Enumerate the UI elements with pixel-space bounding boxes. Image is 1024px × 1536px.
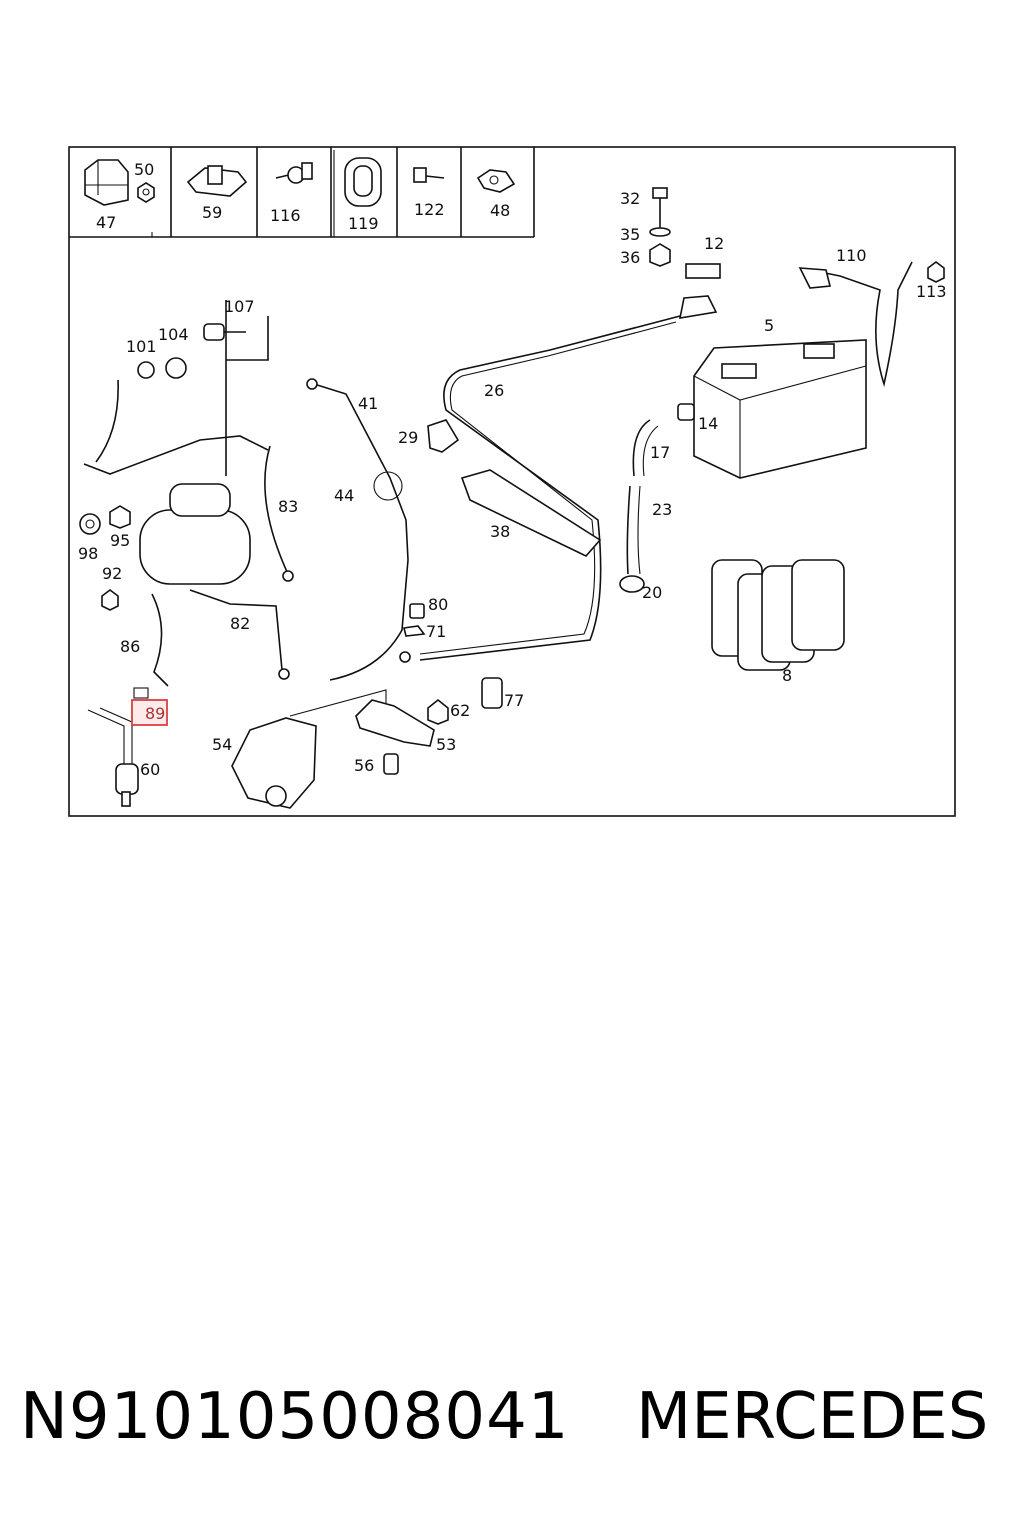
label-77: 77 [504,691,524,710]
part-119-grommet [344,157,382,207]
label-8: 8 [782,666,792,685]
label-59: 59 [202,203,222,222]
part-48-clamp [476,169,516,193]
label-104: 104 [158,325,189,344]
label-50: 50 [134,160,154,179]
starter-motor [139,483,251,585]
part-53-holder [355,699,435,747]
label-110: 110 [836,246,867,265]
label-17: 17 [650,443,670,462]
footer-caption: N910105008041 MERCEDES [0,1380,1024,1470]
diagram-frame [68,146,956,817]
label-119: 119 [348,214,379,233]
label-95: 95 [110,531,130,550]
part-47-bracket [84,159,129,206]
inset-row [69,147,535,238]
label-122: 122 [414,200,445,219]
label-41: 41 [358,394,378,413]
label-83: 83 [278,497,298,516]
label-80: 80 [428,595,448,614]
label-82: 82 [230,614,250,633]
part-number: N910105008041 [20,1380,570,1454]
label-62: 62 [450,701,470,720]
label-53: 53 [436,735,456,754]
label-54: 54 [212,735,232,754]
label-92: 92 [102,564,122,583]
label-20: 20 [642,583,662,602]
brand-name: MERCEDES [636,1380,989,1454]
label-113: 113 [916,282,947,301]
label-60: 60 [140,760,160,779]
label-86: 86 [120,637,140,656]
label-32: 32 [620,189,640,208]
label-38: 38 [490,522,510,541]
label-44: 44 [334,486,354,505]
label-89-highlighted[interactable]: 89 [145,704,165,723]
highlight-box-89[interactable] [131,699,168,726]
part-5-battery [693,339,867,479]
label-47: 47 [96,213,116,232]
label-36: 36 [620,248,640,267]
label-98: 98 [78,544,98,563]
label-35: 35 [620,225,640,244]
part-116-bolt [275,162,313,184]
parts-diagram: 50 47 59 116 119 122 48 32 35 36 12 110 … [68,146,956,817]
label-26: 26 [484,381,504,400]
label-107: 107 [224,297,255,316]
cable-26 [419,315,681,661]
label-116: 116 [270,206,301,225]
part-8-cells [711,559,845,671]
part-50-nut [137,182,155,203]
label-23: 23 [652,500,672,519]
part-54-housing [231,717,317,809]
label-5: 5 [764,316,774,335]
label-101: 101 [126,337,157,356]
label-14: 14 [698,414,718,433]
label-29: 29 [398,428,418,447]
part-122-screw [413,167,445,183]
label-48: 48 [490,201,510,220]
label-71: 71 [426,622,446,641]
part-59-clip [186,165,248,197]
label-56: 56 [354,756,374,775]
label-12: 12 [704,234,724,253]
